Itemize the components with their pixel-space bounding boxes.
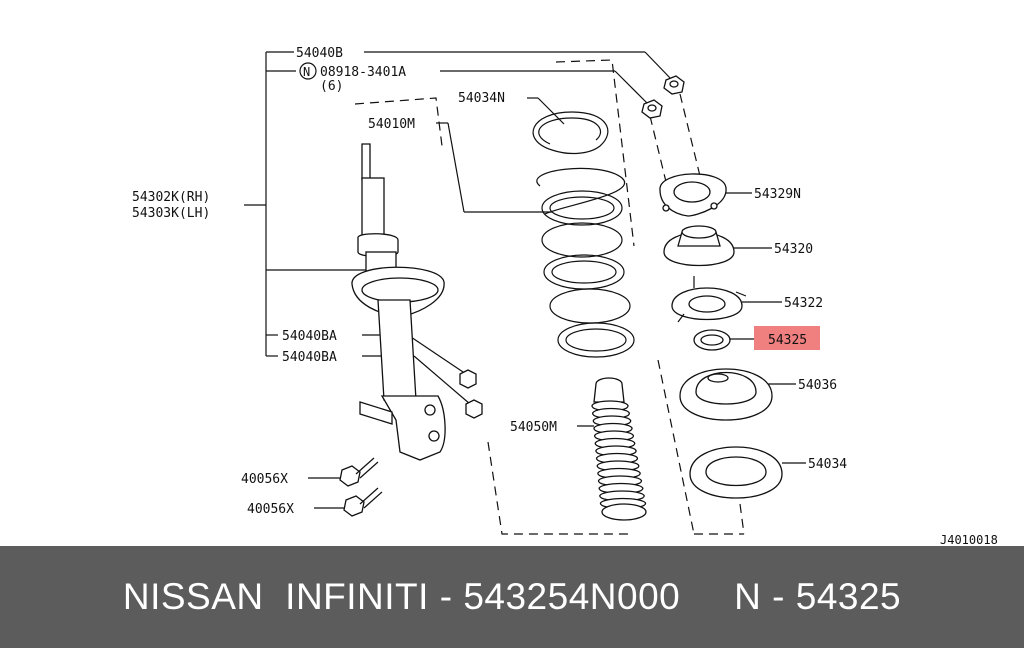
reference-code: J4010018 <box>940 533 998 546</box>
spring-seat-54036 <box>679 368 773 421</box>
label-qty: (6) <box>320 79 343 94</box>
label-54302k: 54302K(RH) <box>132 190 210 205</box>
dust-boot-54050m <box>591 377 647 521</box>
bearing-54325 <box>693 329 731 351</box>
leader-lines <box>244 51 806 509</box>
bolt-40056x-lower <box>343 487 383 517</box>
parts-diagram: 54040B N 08918-3401A (6) 54034N 54010M 5… <box>132 46 998 546</box>
nut-08918-3401a <box>641 99 663 119</box>
part-number-banner: NISSAN INFINITI - 543254N000 N - 54325 <box>0 546 1024 648</box>
label-54034n: 54034N <box>458 91 505 106</box>
insulator-54322 <box>671 276 747 323</box>
label-54320: 54320 <box>774 242 813 257</box>
bolt-40056x-upper <box>339 457 379 487</box>
coil-spring-54010m <box>536 167 635 358</box>
label-54322: 54322 <box>784 296 823 311</box>
label-54040ba-lower: 54040BA <box>282 350 337 365</box>
label-54040ba-upper: 54040BA <box>282 329 337 344</box>
strut-mount-54320 <box>663 225 735 267</box>
label-54010m: 54010M <box>368 117 415 132</box>
label-54040b: 54040B <box>296 46 343 61</box>
label-54050m: 54050M <box>510 420 557 435</box>
label-54036: 54036 <box>798 378 837 393</box>
label-54034: 54034 <box>808 457 847 472</box>
label-40056x-lower: 40056X <box>247 502 294 517</box>
bump-ring-54034n <box>532 111 609 155</box>
nut-symbol-letter: N <box>303 65 310 79</box>
part-highlight <box>754 326 820 350</box>
dashed-assembly-lines <box>354 59 745 535</box>
label-54303k: 54303K(LH) <box>132 206 210 221</box>
nut-54040ba-lower <box>465 399 483 419</box>
part-number-text: NISSAN INFINITI - 543254N000 N - 54325 <box>122 576 902 617</box>
strut-assembly <box>351 143 446 461</box>
nut-54040b <box>663 75 685 95</box>
nut-54040ba-upper <box>459 369 477 389</box>
rubber-seat-54034 <box>689 446 783 499</box>
label-54329n: 54329N <box>754 187 801 202</box>
label-40056x-upper: 40056X <box>241 472 288 487</box>
mount-plate-54329n <box>659 173 727 217</box>
label-08918-3401a: 08918-3401A <box>320 65 406 80</box>
nut-symbol-circle <box>299 62 317 80</box>
label-54325: 54325 <box>768 333 807 348</box>
